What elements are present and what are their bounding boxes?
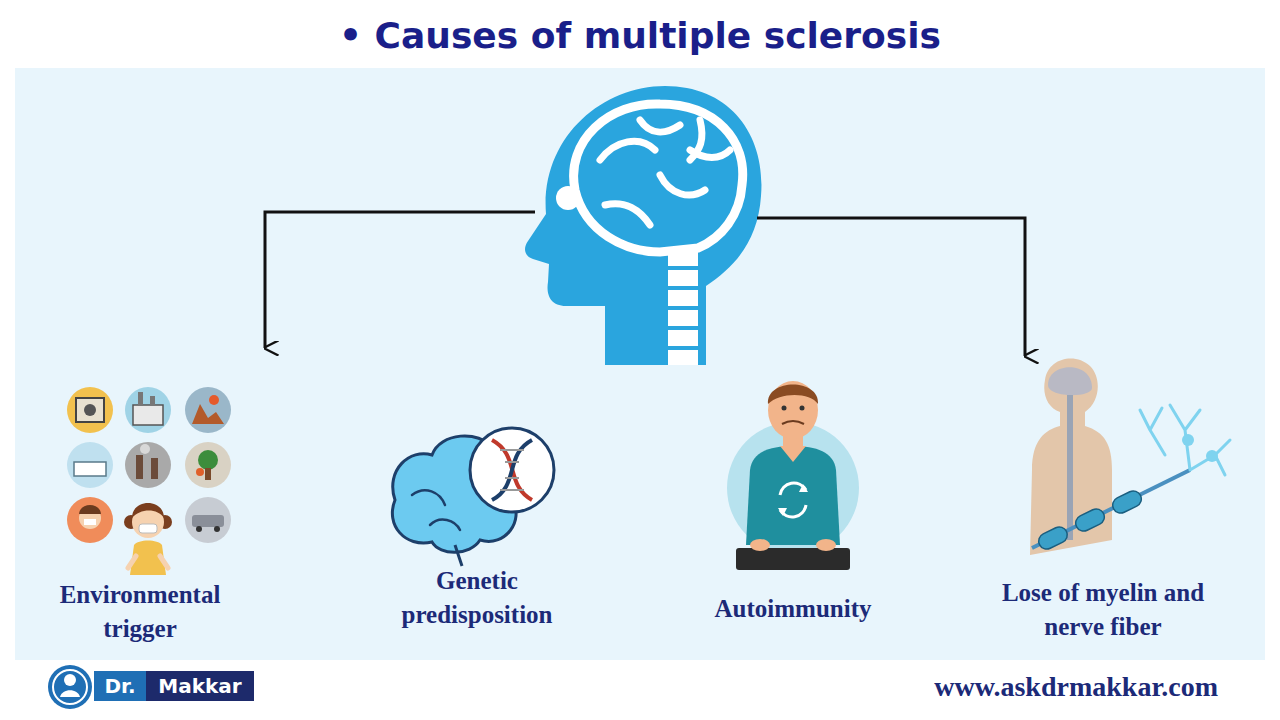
bracket-arrow xyxy=(757,218,1025,356)
myelin-sheath xyxy=(1032,470,1190,552)
dna-brain-icon xyxy=(392,428,554,566)
cause-label-holder: Environmental trigger xyxy=(35,578,245,646)
logo-text-holder: Dr. xyxy=(94,673,146,700)
panel xyxy=(15,68,1265,660)
bracket-arrow xyxy=(265,212,535,348)
person-icon xyxy=(727,381,859,570)
nerve-fiber-icon xyxy=(1030,358,1230,555)
cause-label: Autoimmunity xyxy=(683,592,903,626)
cause-label-holder: Genetic predisposition xyxy=(377,564,577,632)
title: • Causes of multiple sclerosis xyxy=(300,12,980,61)
logo-text: Dr. xyxy=(94,673,146,700)
environment-icons xyxy=(67,387,231,575)
cause-label: Environmental trigger xyxy=(35,578,245,646)
cause-label: Genetic predisposition xyxy=(377,564,577,632)
head-icon xyxy=(525,86,761,365)
title-holder: • Causes of multiple sclerosis xyxy=(300,12,980,61)
cause-label-holder: Autoimmunity xyxy=(683,592,903,626)
logo-text: Makkar xyxy=(146,673,254,700)
logo-text-holder: Makkar xyxy=(146,673,254,700)
logo xyxy=(48,665,254,709)
cause-label-holder: Lose of myelin and nerve fiber xyxy=(970,576,1236,644)
website-url-holder: www.askdrmakkar.com xyxy=(800,668,1218,706)
cause-label: Lose of myelin and nerve fiber xyxy=(970,576,1236,644)
website-url: www.askdrmakkar.com xyxy=(800,668,1218,706)
